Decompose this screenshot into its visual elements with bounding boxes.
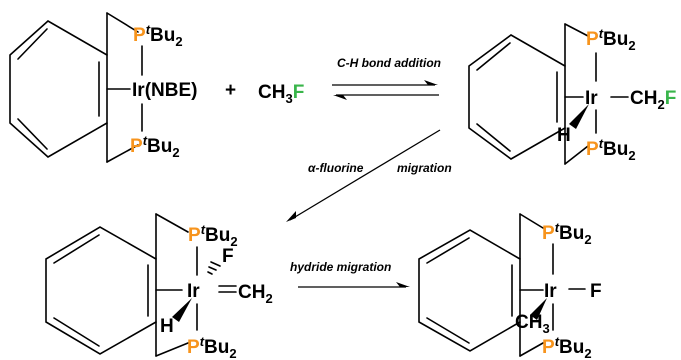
butyl-label: Bu [559, 337, 584, 358]
label-hydride-migration: hydride migration [290, 260, 391, 274]
phosphorus-top-4: PtBu2 [542, 220, 592, 248]
phosphorus-top-1: PtBu2 [133, 22, 183, 50]
atom-p: P [187, 337, 200, 358]
butyl-label: Bu [205, 225, 230, 246]
tert-label: t [599, 26, 604, 41]
phosphorus-bottom-1: PtBu2 [130, 133, 180, 161]
subscript-2: 2 [584, 346, 591, 360]
atom-ir-2: Ir [585, 88, 598, 109]
compound-ir-h-ch2f: PtBu2 Ir CH2F H PtBu2 [468, 23, 676, 165]
atom-p: P [586, 139, 599, 160]
subscript-3: 3 [285, 91, 292, 106]
label-ch-bond-addition: C-H bond addition [337, 56, 441, 70]
label-alpha-fluorine: α-fluorine [308, 161, 364, 175]
atom-p: P [586, 29, 599, 50]
subscript-2: 2 [628, 38, 635, 53]
subscript-2: 2 [265, 291, 272, 306]
tert-label: t [599, 136, 604, 151]
wedge-bond [530, 298, 547, 320]
subscript-3: 3 [542, 321, 549, 336]
ch-label: CH [630, 88, 657, 109]
benzene-ring-4 [418, 229, 521, 352]
subscript-2: 2 [628, 148, 635, 163]
atom-f: F [293, 82, 305, 103]
subscript-2: 2 [175, 34, 182, 49]
ch-label: CH [515, 312, 542, 333]
atom-ir-3: Ir [187, 281, 200, 302]
subscript-2: 2 [172, 145, 179, 160]
compound-ir-nbe: PtBu2 Ir(NBE) PtBu2 [9, 12, 197, 163]
ch-label: CH [238, 282, 265, 303]
methyl: CH3 [515, 312, 550, 336]
tert-label: t [555, 334, 560, 349]
atom-f: F [665, 88, 677, 109]
ch-label: CH [258, 82, 285, 103]
hydride-migration-arrow [298, 282, 410, 288]
alpha-fluorine-migration-arrow [286, 129, 441, 222]
butyl-label: Bu [603, 29, 628, 50]
hashed-bond [207, 261, 221, 275]
fluoromethane: CH3F [258, 82, 304, 106]
butyl-label: Bu [559, 223, 584, 244]
butyl-label: Bu [204, 337, 229, 358]
atom-f-3: F [222, 246, 234, 267]
atom-p: P [133, 25, 146, 46]
compound-ir-f-ch3: PtBu2 Ir F CH3 PtBu2 [418, 213, 602, 360]
benzene-ring-3 [45, 226, 157, 355]
hydride-h-2: H [557, 125, 571, 146]
benzene-ring-1 [9, 20, 108, 158]
subscript-2: 2 [229, 346, 236, 360]
phosphorus-bottom-4: PtBu2 [542, 334, 592, 360]
atom-p: P [542, 337, 555, 358]
phosphorus-top-2: PtBu2 [586, 26, 636, 54]
atom-p: P [542, 223, 555, 244]
butyl-label: Bu [603, 139, 628, 160]
label-migration: migration [397, 161, 452, 175]
benzene-ring-2 [468, 34, 566, 160]
plus-sign: + [225, 80, 236, 101]
atom-ir: Ir [132, 80, 145, 101]
tert-label: t [143, 133, 148, 148]
tert-label: t [201, 222, 206, 237]
fluoromethyl: CH2F [630, 88, 676, 112]
phosphorus-bottom-3: PtBu2 [187, 334, 237, 360]
atom-ir-4: Ir [544, 281, 557, 302]
hydride-h-3: H [160, 316, 174, 337]
iridium-nbe: Ir(NBE) [132, 80, 197, 101]
tert-label: t [555, 220, 560, 235]
phosphorus-top-3: PtBu2 [188, 222, 238, 250]
phosphorus-bottom-2: PtBu2 [586, 136, 636, 164]
atom-p: P [130, 136, 143, 157]
wedge-bond [172, 298, 192, 322]
subscript-2: 2 [657, 97, 664, 112]
methylidene: CH2 [238, 282, 273, 306]
tert-label: t [200, 334, 205, 349]
atom-p: P [188, 225, 201, 246]
compound-ir-carbene: PtBu2 F Ir CH2 H PtBu2 [45, 213, 273, 360]
tert-label: t [146, 22, 151, 37]
butyl-label: Bu [147, 136, 172, 157]
atom-f-4: F [590, 281, 602, 302]
subscript-2: 2 [584, 232, 591, 247]
butyl-label: Bu [150, 25, 175, 46]
equilibrium-arrows [332, 80, 439, 100]
nbe-ligand: (NBE) [145, 80, 198, 101]
subscript-2: 2 [230, 234, 237, 249]
wedge-bond [569, 104, 589, 129]
